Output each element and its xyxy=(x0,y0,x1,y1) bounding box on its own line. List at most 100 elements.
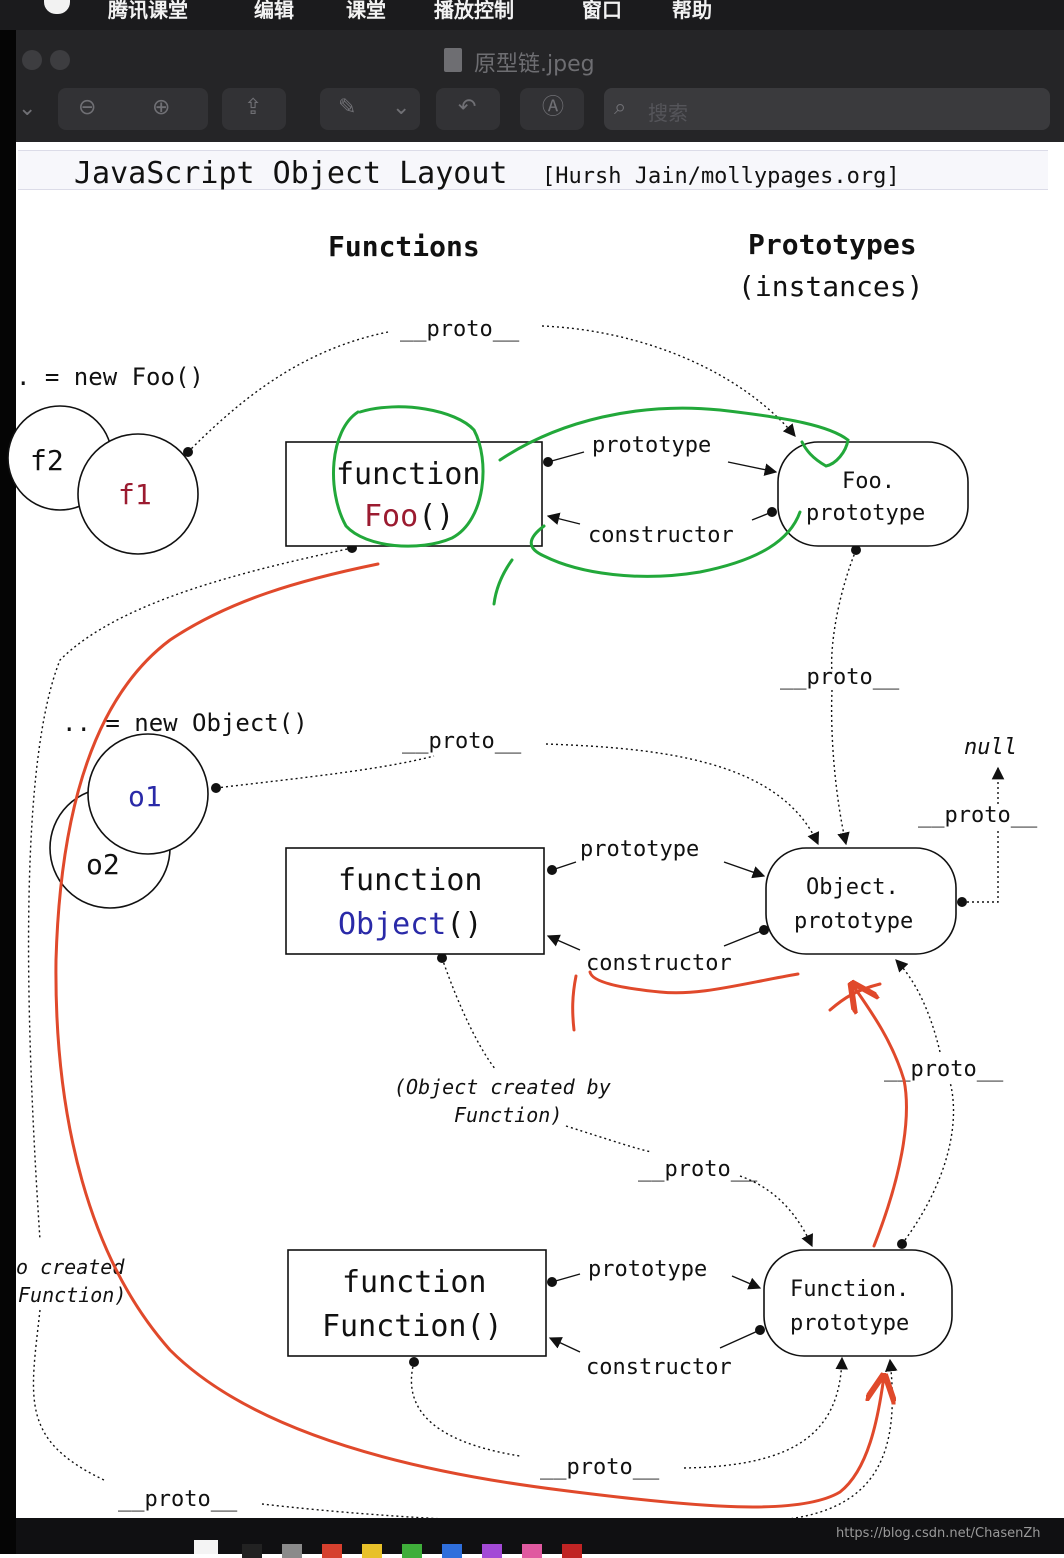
zoom-out-icon[interactable]: ⊖ xyxy=(78,95,97,120)
green-return-annotation xyxy=(529,510,802,578)
diagram-credit: [Hursh Jain/mollypages.org] xyxy=(542,164,900,189)
document-icon xyxy=(444,48,462,72)
function-prototype-proto-to-object-prototype xyxy=(895,959,941,1053)
constructor-label-foo: constructor xyxy=(588,523,734,548)
function-fn-dot xyxy=(547,1277,557,1287)
rotate-button[interactable]: ↶ xyxy=(436,88,500,130)
object-created-note-line1: (Object created by xyxy=(394,1075,611,1099)
object-created-note-line2: Function) xyxy=(454,1103,562,1127)
red-constructor-underline xyxy=(588,970,800,995)
object-fn-proto-link xyxy=(441,957,497,1071)
green-loop-annotation xyxy=(498,406,850,468)
search-field[interactable]: ⌕ 搜索 xyxy=(604,88,1050,130)
new-foo-expression: . = new Foo() xyxy=(16,363,204,391)
share-button[interactable]: ⇪ xyxy=(222,88,286,130)
object-name: Object xyxy=(338,907,446,942)
proto-label-o1: __proto__ xyxy=(402,729,522,754)
zoom-in-icon[interactable]: ⊕ xyxy=(152,95,171,120)
window-minimize-button[interactable] xyxy=(50,50,70,70)
object-prototype-dot xyxy=(759,925,769,935)
menu-window[interactable]: 窗口 xyxy=(582,0,622,22)
green-swatch xyxy=(402,1544,422,1558)
red-tick-annotation xyxy=(571,974,578,1032)
object-parens: () xyxy=(446,907,482,942)
f1-label: f1 xyxy=(118,478,152,511)
prototypes-subheading: (instances) xyxy=(738,270,923,303)
f1-circle xyxy=(77,433,199,555)
object-prototype-box xyxy=(765,847,957,955)
foo-fn-dot xyxy=(543,457,553,467)
constructor-label-function: constructor xyxy=(586,1355,732,1380)
zoom-group: ⊖ ⊕ xyxy=(58,88,208,130)
function-box-line1: function xyxy=(342,1265,487,1300)
proto-label-function-fn: __proto__ xyxy=(540,1455,660,1480)
apple-icon[interactable] xyxy=(44,0,70,14)
object-constructor-arrow xyxy=(546,934,581,951)
foo-fn-proto-link xyxy=(27,547,353,1241)
function-constructor-link-start xyxy=(719,1329,761,1349)
sidebar-chevron-icon[interactable]: ⌄ xyxy=(18,96,37,121)
search-icon: ⌕ xyxy=(614,95,627,120)
f2-label: f2 xyxy=(30,444,64,477)
menu-classroom[interactable]: 课堂 xyxy=(346,0,386,22)
object-fn-proto-link-2 xyxy=(565,1125,653,1153)
constructor-label-object: constructor xyxy=(586,951,732,976)
menu-app[interactable]: 腾讯课堂 xyxy=(108,0,188,22)
object-fn-dot xyxy=(547,865,557,875)
foo-fn-proto-to-function-prototype xyxy=(261,1358,898,1525)
yellow-swatch xyxy=(362,1544,382,1558)
object-fn-proto-to-function-prototype xyxy=(739,1175,813,1248)
function-prototype-box xyxy=(763,1249,953,1357)
foo-created-note-line1: o created xyxy=(16,1255,125,1279)
foo-prototype-arrow xyxy=(727,461,778,476)
gray-swatch xyxy=(282,1544,302,1558)
foo-constructor-arrow xyxy=(546,512,581,525)
f1-proto-link xyxy=(187,331,389,453)
menu-playback[interactable]: 播放控制 xyxy=(434,0,514,22)
proto-label-foo-prototype: __proto__ xyxy=(780,665,900,690)
purple-swatch xyxy=(482,1544,502,1558)
annotate-icon: Ⓐ xyxy=(542,95,565,120)
object-prototype-line1: Object. xyxy=(806,875,899,900)
proto-label-object-prototype: __proto__ xyxy=(918,803,1038,828)
prototype-label-foo: prototype xyxy=(592,433,711,458)
object-prototype-arrow xyxy=(723,861,766,879)
foo-prototype-line1: Foo. xyxy=(842,469,895,494)
foo-created-note-line2: Function) xyxy=(18,1283,126,1307)
function-prototype-dot xyxy=(755,1325,765,1335)
markup-button[interactable]: ✎ ⌄ xyxy=(320,88,420,130)
o2-label: o2 xyxy=(86,848,120,881)
function-box-line2: Function() xyxy=(322,1309,503,1344)
green-tick-annotation xyxy=(492,558,514,606)
prototypes-heading: Prototypes xyxy=(748,228,917,261)
function-prototype-line1: Function. xyxy=(790,1277,909,1302)
menu-help[interactable]: 帮助 xyxy=(672,0,712,22)
function-prototype-line2: prototype xyxy=(790,1311,909,1336)
foo-box-line1: function xyxy=(336,457,481,492)
menu-edit[interactable]: 编辑 xyxy=(254,0,294,22)
function-fn-proto-to-function-prototype xyxy=(683,1356,848,1469)
foo-prototype-box xyxy=(777,441,969,547)
functions-heading: Functions xyxy=(328,230,480,263)
foo-prototype-bottom-dot xyxy=(851,545,861,555)
foo-fn-proto-link-2 xyxy=(32,1309,105,1481)
foo-name: Foo xyxy=(364,499,418,534)
object-constructor-link-start xyxy=(723,929,765,947)
foo-box-line2: Foo() xyxy=(364,499,454,534)
annotate-button[interactable]: Ⓐ xyxy=(520,88,584,130)
function-fn-bottom-dot xyxy=(409,1357,419,1367)
window-close-button[interactable] xyxy=(22,50,42,70)
object-function-box xyxy=(285,847,545,955)
prototype-label-function: prototype xyxy=(588,1257,707,1282)
rotate-icon: ↶ xyxy=(458,95,477,120)
search-placeholder: 搜索 xyxy=(648,101,688,125)
foo-prototype-dot xyxy=(767,507,777,517)
o1-circle xyxy=(87,733,209,855)
object-fn-bottom-dot xyxy=(437,953,447,963)
proto-label-f1: __proto__ xyxy=(400,317,520,342)
red-arrowhead-stroke xyxy=(828,982,882,1012)
o1-proto-to-object-prototype xyxy=(545,743,820,846)
foo-prototype-proto-link xyxy=(830,549,857,673)
object-box-line2: Object() xyxy=(338,907,483,942)
red-swatch xyxy=(322,1544,342,1558)
